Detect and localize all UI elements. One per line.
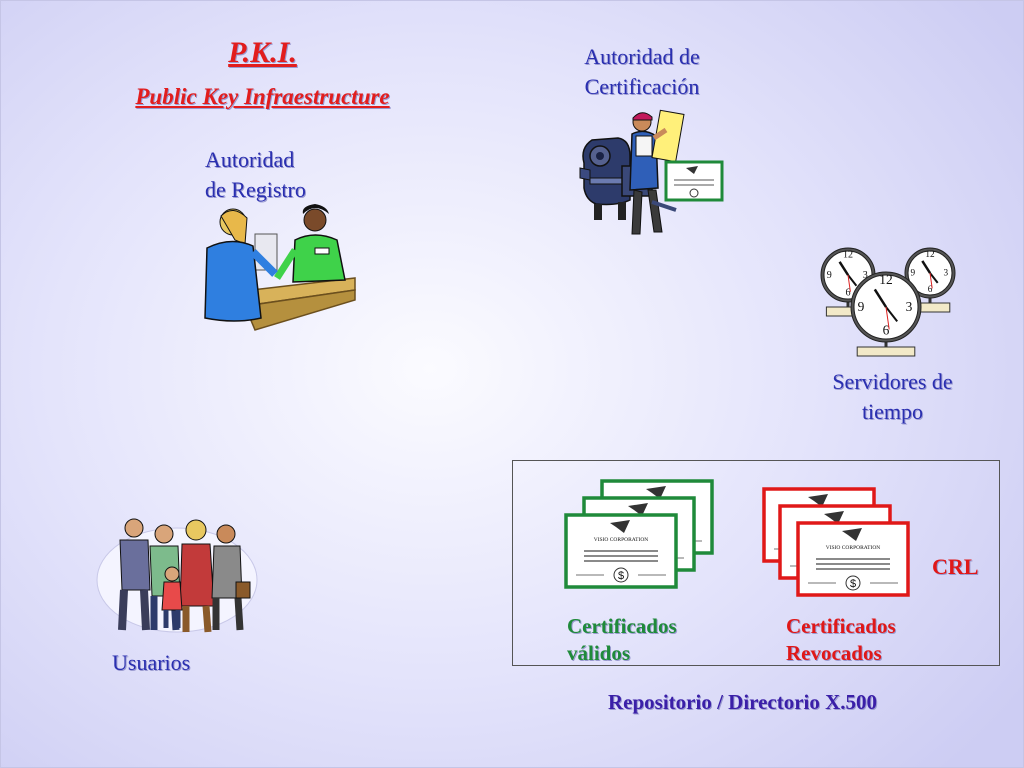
page-title: P.K.I. [228, 36, 297, 69]
ts-label: Servidores de tiempo [815, 367, 970, 427]
ra-label-line1: Autoridad [205, 147, 295, 172]
clock-numeral: 3 [944, 268, 949, 278]
ca-label-line2: Certificación [584, 74, 700, 99]
clock-numeral: 6 [928, 284, 933, 294]
person-icon [211, 524, 251, 631]
valid-certificates-illustration: VISIO CORPORATION$VISIO CORPORATION$VISI… [564, 479, 714, 589]
ra-illustration [204, 204, 356, 331]
revoked-certificates-illustration: VISIO CORPORATION$VISIO CORPORATION$VISI… [762, 487, 910, 597]
person-icon [118, 518, 151, 631]
ra-label-line2: de Registro [205, 177, 306, 202]
child-icon [161, 566, 183, 628]
clock-numeral: 12 [879, 272, 892, 287]
crl-label: CRL [932, 554, 979, 579]
ca-label: Autoridad de Certificación [572, 42, 712, 102]
certificate-icon [651, 160, 724, 212]
valid-label-line1: Certificados [567, 614, 677, 638]
clock-numeral: 6 [845, 288, 850, 299]
dollar-seal-icon: $ [618, 570, 624, 582]
ts-label-line2: tiempo [861, 399, 924, 424]
users-label: Usuarios [112, 650, 191, 675]
revoked-label-line1: Certificados [786, 614, 896, 638]
clock-numeral: 3 [906, 299, 913, 314]
certificate-issuer: VISIO CORPORATION [826, 545, 881, 551]
page-subtitle: Public Key Infraestructure [135, 84, 390, 109]
users-illustration [96, 518, 258, 633]
ra-label: Autoridad de Registro [205, 145, 330, 205]
certificate-icon: VISIO CORPORATION $ [564, 513, 678, 589]
ts-label-line1: Servidores de [832, 369, 953, 394]
clock-numeral: 9 [827, 270, 832, 281]
person-icon [179, 519, 215, 633]
ca-label-line1: Autoridad de [584, 44, 700, 69]
clerk-icon [274, 204, 346, 283]
certificate-issuer: VISIO CORPORATION [594, 537, 649, 543]
dollar-seal-icon: $ [850, 578, 856, 590]
clock-numeral: 9 [858, 299, 865, 314]
clock-icon: 12 3 6 9 [904, 247, 956, 313]
clock-numeral: 12 [925, 249, 935, 259]
worker-icon [629, 109, 685, 235]
repository-caption: Repositorio / Directorio X.500 [608, 690, 878, 714]
clock-numeral: 6 [883, 323, 890, 338]
certificate-icon: VISIO CORPORATION $ [796, 521, 910, 597]
clock-icon: 12 3 6 9 [850, 271, 922, 357]
valid-label-line2: válidos [567, 641, 631, 665]
repository-box [512, 460, 1000, 666]
valid-certificates-label: Certificados válidos [567, 613, 677, 667]
clock-numeral: 9 [911, 268, 916, 278]
revoked-label-line2: Revocados [786, 641, 882, 665]
clock-numeral: 12 [843, 250, 853, 261]
ca-illustration [579, 109, 724, 235]
customer-icon [204, 208, 278, 322]
clock-numeral: 3 [863, 270, 868, 281]
revoked-certificates-label: Certificados Revocados [786, 613, 896, 667]
